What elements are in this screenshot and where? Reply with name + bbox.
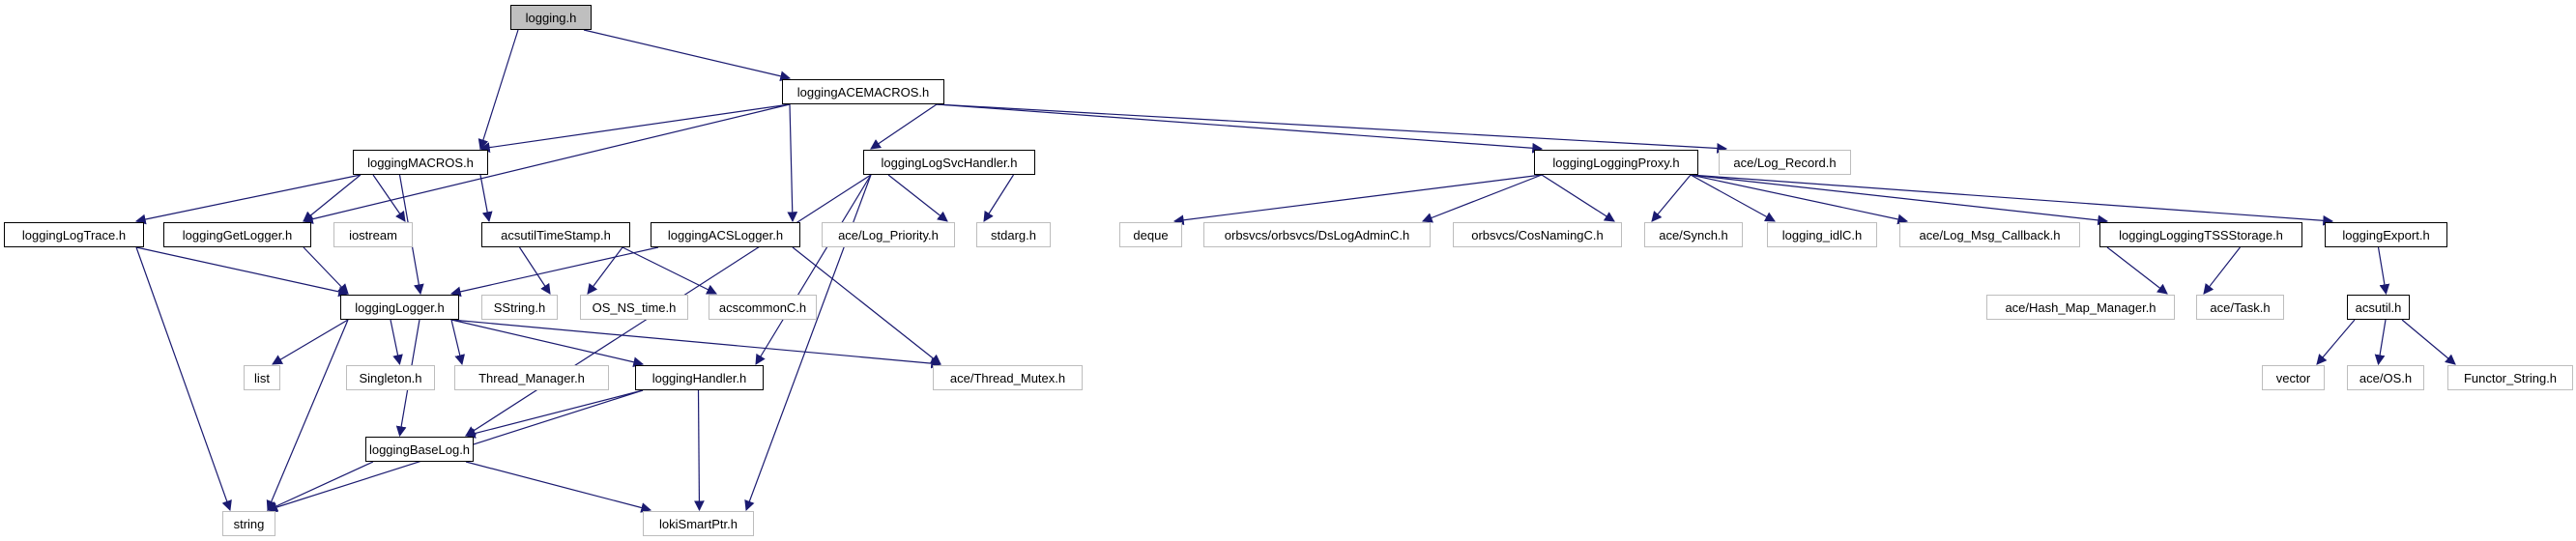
graph-node-sstring-h: SString.h: [481, 295, 558, 320]
graph-node-iostream: iostream: [333, 222, 413, 247]
edge-logging-handler-h-to-logging-baselog-h: [464, 389, 644, 439]
edge-logging-logsvchandler-h-to-logging-handler-h: [755, 174, 872, 365]
graph-node-stdarg-h: stdarg.h: [976, 222, 1051, 247]
edge-logging-acemacros-h-to-logging-loggingproxy-h: [936, 103, 1544, 154]
edge-acsutil-h-to-ace-os-h: [2374, 319, 2387, 366]
graph-node-dslogadminc-h: orbsvcs/orbsvcs/DsLogAdminC.h: [1203, 222, 1431, 247]
edge-logging-baselog-h-to-lokismartptr-h: [465, 461, 652, 513]
edge-acsutil-timestamp-h-to-acscommonc-h: [622, 246, 717, 295]
edge-logging-acslogger-h-to-ace-thread-mutex-h: [792, 246, 941, 365]
graph-node-os-ns-time-h: OS_NS_time.h: [580, 295, 688, 320]
graph-node-ace-synch-h: ace/Synch.h: [1644, 222, 1743, 247]
graph-node-functor-string-h: Functor_String.h: [2447, 365, 2573, 390]
edge-acsutil-timestamp-h-to-os-ns-time-h: [587, 246, 623, 295]
edge-logging-macros-h-to-iostream: [372, 174, 406, 222]
graph-node-logging-logtrace-h[interactable]: loggingLogTrace.h: [4, 222, 144, 247]
graph-node-logging-macros-h[interactable]: loggingMACROS.h: [353, 150, 488, 175]
edge-logging-loggingproxy-h-to-deque: [1172, 174, 1543, 226]
edge-logging-loggingtssstorage-h-to-ace-task-h: [2203, 246, 2241, 295]
edge-logging-logtrace-h-to-logging-logger-h: [135, 246, 350, 298]
graph-node-singleton-h: Singleton.h: [346, 365, 435, 390]
edge-acsutil-timestamp-h-to-sstring-h: [518, 246, 551, 295]
graph-node-logging-h: logging.h: [510, 5, 592, 30]
graph-node-logging-logsvchandler-h[interactable]: loggingLogSvcHandler.h: [863, 150, 1035, 175]
edge-logging-macros-h-to-logging-logtrace-h: [134, 174, 362, 225]
edge-logging-loggingproxy-h-to-cosnamingc-h: [1541, 174, 1615, 222]
edge-logging-logger-h-to-singleton-h: [390, 319, 403, 366]
edge-logging-logger-h-to-thread-manager-h: [450, 319, 465, 366]
edge-logging-acemacros-h-to-logging-getlogger-h: [302, 103, 791, 224]
edge-logging-logger-h-to-list: [272, 319, 349, 365]
graph-node-logging-baselog-h[interactable]: loggingBaseLog.h: [365, 437, 474, 462]
graph-node-acsutil-timestamp-h[interactable]: acsutilTimeStamp.h: [481, 222, 630, 247]
edge-logging-loggingproxy-h-to-logging-loggingtssstorage-h: [1690, 174, 2109, 226]
edge-logging-logtrace-h-to-string: [135, 246, 232, 512]
edge-logging-acemacros-h-to-logging-logsvchandler-h: [870, 103, 938, 150]
graph-node-string: string: [222, 511, 275, 536]
edge-logging-export-h-to-acsutil-h: [2377, 246, 2390, 296]
edge-logging-acslogger-h-to-logging-logger-h: [449, 246, 659, 298]
graph-node-ace-log-record-h: ace/Log_Record.h: [1719, 150, 1851, 175]
edge-logging-logger-h-to-logging-handler-h: [450, 319, 645, 368]
edge-logging-macros-h-to-acsutil-timestamp-h: [479, 174, 493, 223]
edge-logging-loggingproxy-h-to-ace-log-msg-callback-h: [1690, 174, 1909, 225]
edge-acsutil-h-to-vector: [2316, 319, 2356, 365]
graph-node-list: list: [244, 365, 280, 390]
edge-logging-logger-h-to-ace-thread-mutex-h: [450, 319, 942, 369]
graph-node-ace-thread-mutex-h: ace/Thread_Mutex.h: [933, 365, 1083, 390]
edge-logging-getlogger-h-to-logging-logger-h: [303, 246, 349, 295]
edge-logging-loggingproxy-h-to-ace-synch-h: [1651, 174, 1692, 222]
graph-node-deque: deque: [1119, 222, 1182, 247]
graph-node-lokismartptr-h: lokiSmartPtr.h: [643, 511, 754, 536]
edge-logging-h-to-logging-acemacros-h: [583, 29, 792, 82]
edge-logging-acemacros-h-to-logging-macros-h: [478, 103, 791, 153]
edge-logging-macros-h-to-logging-getlogger-h: [303, 174, 362, 222]
graph-node-logging-logger-h[interactable]: loggingLogger.h: [340, 295, 459, 320]
graph-node-ace-hash-map-manager-h: ace/Hash_Map_Manager.h: [1986, 295, 2175, 320]
graph-node-thread-manager-h: Thread_Manager.h: [454, 365, 609, 390]
edge-logging-loggingproxy-h-to-dslogadminc-h: [1421, 174, 1543, 223]
edge-logging-logger-h-to-string: [266, 319, 349, 511]
graph-node-acsutil-h[interactable]: acsutil.h: [2347, 295, 2410, 320]
edge-logging-loggingproxy-h-to-logging-export-h: [1690, 174, 2334, 226]
graph-node-vector: vector: [2262, 365, 2325, 390]
graph-node-logging-idlc-h: logging_idlC.h: [1767, 222, 1877, 247]
graph-node-logging-getlogger-h[interactable]: loggingGetLogger.h: [163, 222, 311, 247]
edge-logging-logsvchandler-h-to-ace-log-priority-h: [887, 174, 948, 222]
edge-logging-h-to-logging-macros-h: [478, 29, 519, 151]
edge-logging-baselog-h-to-string: [267, 461, 374, 511]
edge-logging-loggingtssstorage-h-to-ace-hash-map-manager-h: [2106, 246, 2168, 295]
edge-acsutil-h-to-functor-string-h: [2401, 319, 2456, 365]
graph-node-logging-acemacros-h[interactable]: loggingACEMACROS.h: [782, 79, 944, 104]
graph-node-ace-os-h: ace/OS.h: [2347, 365, 2424, 390]
graph-node-acscommonc-h: acscommonC.h: [709, 295, 817, 320]
graph-node-logging-export-h[interactable]: loggingExport.h: [2325, 222, 2447, 247]
edge-logging-handler-h-to-lokismartptr-h: [694, 389, 705, 512]
graph-node-logging-acslogger-h[interactable]: loggingACSLogger.h: [651, 222, 800, 247]
graph-node-ace-log-priority-h: ace/Log_Priority.h: [822, 222, 955, 247]
graph-node-ace-log-msg-callback-h: ace/Log_Msg_Callback.h: [1899, 222, 2080, 247]
graph-node-logging-loggingproxy-h[interactable]: loggingLoggingProxy.h: [1534, 150, 1698, 175]
graph-node-cosnamingc-h: orbsvcs/CosNamingC.h: [1453, 222, 1622, 247]
graph-node-ace-task-h: ace/Task.h: [2196, 295, 2284, 320]
graph-node-logging-loggingtssstorage-h[interactable]: loggingLoggingTSSStorage.h: [2099, 222, 2302, 247]
edge-logging-logsvchandler-h-to-stdarg-h: [983, 174, 1015, 222]
edge-logging-acemacros-h-to-logging-acslogger-h: [787, 103, 798, 223]
edge-logging-acemacros-h-to-ace-log-record-h: [936, 103, 1728, 154]
graph-node-logging-handler-h[interactable]: loggingHandler.h: [635, 365, 764, 390]
edge-logging-logsvchandler-h-to-lokismartptr-h: [744, 174, 872, 512]
edge-logging-loggingproxy-h-to-logging-idlc-h: [1690, 174, 1776, 222]
